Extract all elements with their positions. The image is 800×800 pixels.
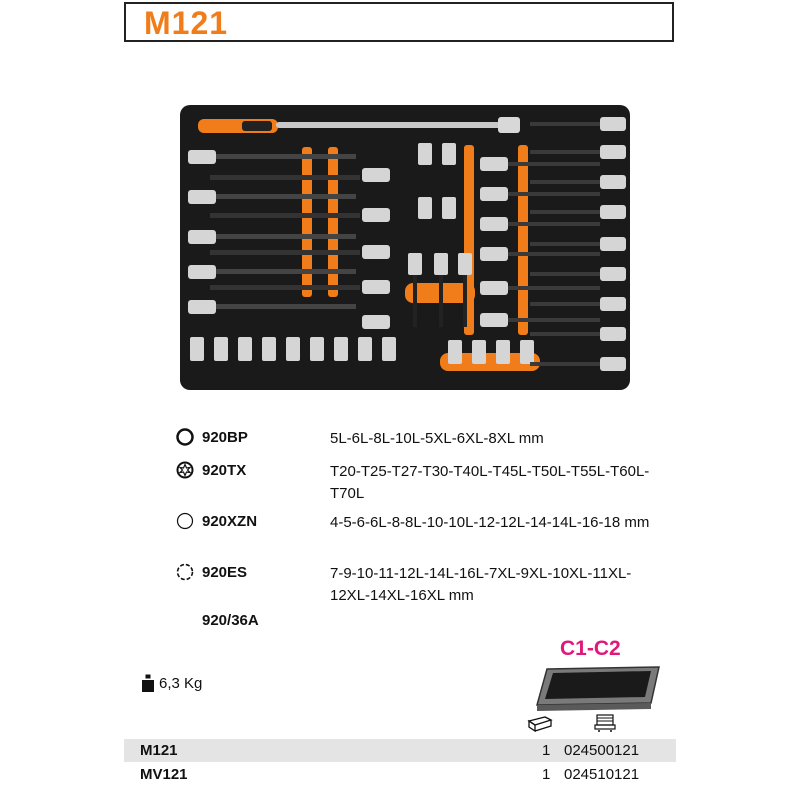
spec-code: 920XZN xyxy=(202,513,258,530)
spec-code: 920/36A xyxy=(202,612,259,629)
tool-tray-image xyxy=(180,105,630,390)
order-qty: 1 xyxy=(542,766,551,783)
spec-code: 920BP xyxy=(202,429,248,446)
page-title: M121 xyxy=(144,5,229,41)
drawer-label: C1-C2 xyxy=(560,637,621,660)
spec-code: 920TX xyxy=(202,462,247,479)
hex-socket-icon xyxy=(176,428,194,446)
order-row: MV121 1 024510121 xyxy=(124,763,676,786)
order-number: 024500121 xyxy=(564,742,640,759)
torx-external-icon xyxy=(176,563,194,581)
order-code: M121 xyxy=(140,742,178,759)
xzn-socket-icon xyxy=(176,512,194,530)
order-code: MV121 xyxy=(140,766,188,783)
weight-value: 6,3 Kg xyxy=(159,674,203,692)
toolbox-icon xyxy=(527,716,553,732)
weight-info: 6,3 Kg xyxy=(141,674,202,692)
spec-values: 4-5-6-6L-8-8L-10-10L-12-12L-14-14L-16-18… xyxy=(330,514,650,531)
weight-icon xyxy=(142,674,154,692)
trolley-icon xyxy=(594,714,616,732)
order-qty: 1 xyxy=(542,742,551,759)
spec-values: 5L-6L-8L-10L-5XL-6XL-8XL mm xyxy=(330,430,544,447)
header-box: M121 xyxy=(124,2,674,42)
spec-values: T20-T25-T27-T30-T40L-T45L-T50L-T55L-T60L… xyxy=(330,463,650,502)
order-number: 024510121 xyxy=(564,766,640,783)
drawer-tray-image xyxy=(536,666,660,711)
spec-code: 920ES xyxy=(202,564,248,581)
order-row: M121 1 024500121 xyxy=(124,739,676,762)
torx-socket-icon xyxy=(176,461,194,479)
spec-values: 7-9-10-11-12L-14L-16L-7XL-9XL-10XL-11XL-… xyxy=(330,565,632,604)
